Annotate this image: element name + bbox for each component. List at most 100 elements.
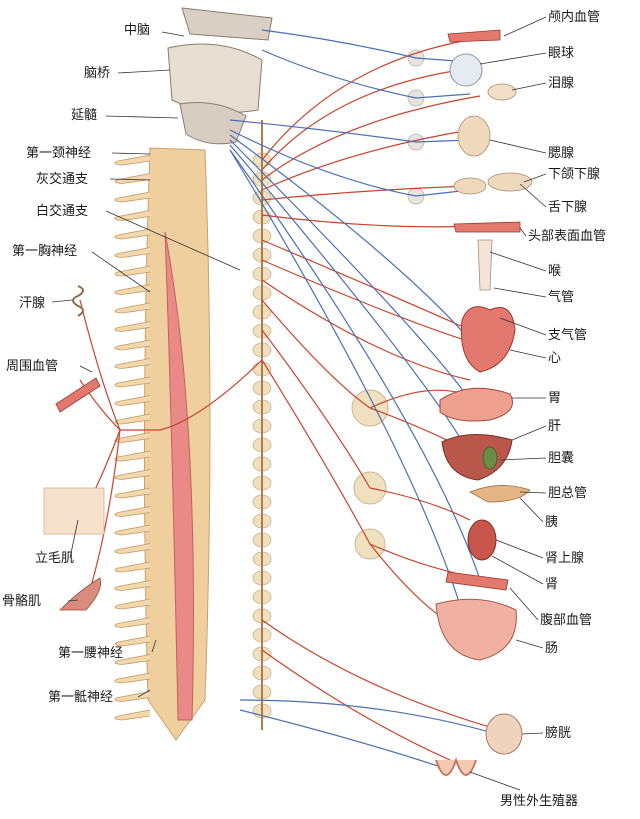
spinal-nerve-root [114,154,151,166]
label-leader-line [67,599,79,602]
medulla-shape [179,102,247,145]
label-leader-line [161,31,185,37]
label-leader-line [489,251,547,272]
spinal-nerve-root [114,709,151,721]
spinal-nerve-root [114,617,151,628]
spinal-nerve-root [114,524,151,536]
label-leader-line [151,639,157,653]
label-submandibular-gland: 下颌下腺 [548,167,601,182]
sympathetic-fiber [261,359,371,545]
sympathetic-fiber [369,543,481,579]
sympathetic-fiber [89,429,121,591]
label-lacrimal-gland: 泪腺 [548,76,575,91]
sympathetic-fiber [79,379,121,431]
label-liver: 肝 [548,419,562,434]
sympathetic-fiber [261,129,471,191]
label-leader-line [105,210,241,271]
parasympathetic-fiber [229,134,471,341]
heart-shape [460,306,516,373]
sympathetic-fiber [261,95,481,181]
spinal-nerve-root [114,469,151,480]
kidney-shape [467,519,497,561]
label-leader-line [109,178,151,181]
label-bladder: 膀胱 [545,726,572,741]
parasympathetic-fiber [229,149,471,641]
label-male-genitalia: 男性外生殖器 [500,794,579,809]
label-gallbladder: 胆囊 [548,451,575,466]
label-leader-line [69,519,79,559]
parasympathetic-fiber [261,49,471,99]
label-leader-line [117,69,171,74]
sympathetic-fiber [120,359,263,431]
sublingual-gland-shape [453,177,487,195]
label-leader-line [51,299,73,303]
label-leader-line [499,317,547,336]
spinal-nerve-root [114,487,151,499]
spinal-nerve-root [114,543,151,554]
sympathetic-fiber [369,487,471,521]
spinal-nerve-root [114,598,151,610]
label-skeletal-muscle: 骨骼肌 [2,594,42,609]
label-gray-ramus: 灰交通支 [36,172,89,187]
label-white-ramus: 白交通支 [36,204,89,219]
label-leader-line [521,732,544,735]
sympathetic-fiber [261,649,451,761]
label-heart: 心 [548,351,562,366]
label-leader-line [111,152,151,155]
label-pancreas: 胰 [545,515,559,530]
spinal-nerve-root [114,302,151,314]
sympathetic-fiber [261,37,481,161]
label-leader-line [509,587,539,621]
label-bronchi: 支气管 [548,328,588,343]
eyeball-shape [449,53,483,87]
label-leader-line [105,115,179,119]
label-leader-line [493,287,547,298]
liver-shape [441,433,513,481]
label-larynx: 喉 [548,264,562,279]
label-leader-line [479,52,547,65]
genitalia-shape [435,756,477,776]
label-leader-line [511,82,547,91]
bladder-shape [485,713,523,755]
spinal-nerve-root [114,561,151,573]
sympathetic-fiber [261,259,481,346]
spinal-nerve-root [114,376,151,388]
label-sublingual-gland: 舌下腺 [548,200,588,215]
label-intracranial-vessels: 颅内血管 [548,10,601,25]
sympathetic-fiber [261,329,371,489]
sympathetic-fiber [79,299,121,431]
spinal-nerve-root [114,173,151,184]
label-leader-line [499,457,547,461]
spinal-nerve-root [114,635,151,647]
sympathetic-fiber [261,239,471,331]
label-arrector-pili: 立毛肌 [35,551,75,566]
spinal-nerve-root [114,358,151,369]
sweat-gland-shape [72,285,84,317]
label-leader-line [509,349,547,359]
label-first-sacral-nerve: 第一骶神经 [48,690,114,705]
pons-shape [167,43,263,113]
label-kidney: 肾 [545,577,559,592]
spinal-nerve-root [114,395,151,406]
label-leader-line [519,491,547,494]
label-head-surface-vessels: 头部表面血管 [528,229,607,244]
spinal-nerve-root [114,284,151,295]
head-vessel-shape [453,221,521,233]
parasympathetic-fiber [239,699,501,736]
skin-patch-shape [43,487,105,535]
sympathetic-fiber [261,619,501,731]
intestine-shape [435,598,517,661]
spinal-nerve-root [114,247,151,258]
spinal-nerve-root [114,450,151,462]
label-first-cervical-nerve: 第一颈神经 [26,146,92,161]
spinal-nerve-root [114,672,151,684]
skeletal-muscle-shape [59,577,102,611]
spinal-nerve-root [114,691,151,702]
submandibular-gland-shape [487,172,533,192]
label-leader-line [511,425,547,441]
sympathetic-fiber [261,299,371,409]
label-abdominal-vessels: 腹部血管 [540,613,593,628]
label-leader-line [523,173,547,183]
spinal-nerve-root [114,339,151,351]
